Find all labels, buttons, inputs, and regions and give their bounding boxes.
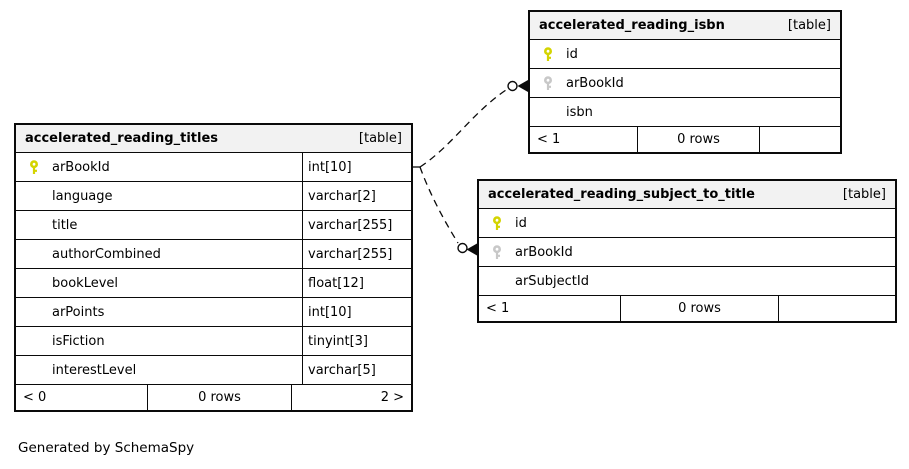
column-type: int[10] (302, 298, 411, 326)
pager-next[interactable]: 2 > (380, 390, 404, 405)
column-name: arSubjectId (515, 273, 589, 289)
foreign-key-icon (542, 75, 556, 91)
column-name: isbn (566, 104, 593, 120)
pager-prev[interactable]: < 0 (23, 390, 47, 405)
column-row: arPoints int[10] (16, 298, 411, 327)
column-row: bookLevel float[12] (16, 269, 411, 298)
table-footer: < 1 0 rows (479, 296, 895, 321)
generator-note: Generated by SchemaSpy (18, 440, 195, 456)
table-accelerated-reading-subject-to-title[interactable]: accelerated_reading_subject_to_title [ta… (477, 179, 897, 323)
column-row: arBookId int[10] (16, 153, 411, 182)
table-header: accelerated_reading_titles [table] (16, 125, 411, 153)
no-key-spacer (491, 274, 505, 289)
column-name: arBookId (566, 75, 624, 91)
column-row: language varchar[2] (16, 182, 411, 211)
column-name: arBookId (515, 244, 573, 260)
no-key-spacer (542, 105, 556, 120)
primary-key-icon (491, 215, 505, 231)
column-row: isbn (530, 98, 840, 127)
column-type: float[12] (302, 269, 411, 297)
column-type: varchar[255] (302, 240, 411, 268)
column-type: int[10] (302, 153, 411, 181)
column-name: bookLevel (52, 275, 119, 291)
column-name: language (52, 188, 113, 204)
table-title: accelerated_reading_isbn (539, 18, 725, 33)
table-header: accelerated_reading_isbn [table] (530, 12, 840, 40)
column-row: id (530, 40, 840, 69)
row-count: 0 rows (620, 296, 779, 321)
table-accelerated-reading-isbn[interactable]: accelerated_reading_isbn [table] id arBo… (528, 10, 842, 154)
row-count: 0 rows (147, 385, 292, 410)
relationship-circle-subject (457, 242, 468, 254)
column-type: varchar[255] (302, 211, 411, 239)
column-row: isFiction tinyint[3] (16, 327, 411, 356)
column-row: arBookId (479, 238, 895, 267)
relationship-arrow-subject (466, 243, 477, 256)
table-header: accelerated_reading_subject_to_title [ta… (479, 181, 895, 209)
no-key-spacer (28, 247, 42, 262)
no-key-spacer (28, 305, 42, 320)
relationship-circle-isbn (507, 80, 518, 92)
column-row: authorCombined varchar[255] (16, 240, 411, 269)
column-name: id (566, 46, 578, 62)
primary-key-icon (542, 46, 556, 62)
table-accelerated-reading-titles[interactable]: accelerated_reading_titles [table] arBoo… (14, 123, 413, 412)
column-type: varchar[5] (302, 356, 411, 384)
column-type: tinyint[3] (302, 327, 411, 355)
table-title: accelerated_reading_subject_to_title (488, 187, 755, 202)
column-type: varchar[2] (302, 182, 411, 210)
pager-prev[interactable]: < 1 (537, 132, 561, 147)
relationship-arrow-isbn (517, 80, 528, 92)
no-key-spacer (28, 334, 42, 349)
no-key-spacer (28, 363, 42, 378)
table-tag: [table] (787, 18, 831, 33)
column-name: arBookId (52, 159, 110, 175)
table-title: accelerated_reading_titles (25, 131, 219, 146)
table-footer: < 0 0 rows 2 > (16, 385, 411, 410)
relationship-line-subject (419, 166, 459, 244)
column-name: authorCombined (52, 246, 161, 262)
row-count: 0 rows (637, 127, 760, 152)
pager-next (760, 127, 840, 152)
primary-key-icon (28, 159, 42, 175)
no-key-spacer (28, 218, 42, 233)
column-row: arSubjectId (479, 267, 895, 296)
column-name: arPoints (52, 304, 105, 320)
column-row: arBookId (530, 69, 840, 98)
relationship-line-isbn (419, 89, 507, 168)
column-name: title (52, 217, 78, 233)
table-footer: < 1 0 rows (530, 127, 840, 152)
column-row: id (479, 209, 895, 238)
column-name: isFiction (52, 333, 105, 349)
pager-next (779, 296, 895, 321)
table-tag: [table] (358, 131, 402, 146)
column-row: interestLevel varchar[5] (16, 356, 411, 385)
column-name: id (515, 215, 527, 231)
pager-prev[interactable]: < 1 (486, 301, 510, 316)
no-key-spacer (28, 276, 42, 291)
table-tag: [table] (842, 187, 886, 202)
column-name: interestLevel (52, 362, 137, 378)
foreign-key-icon (491, 244, 505, 260)
no-key-spacer (28, 189, 42, 204)
column-row: title varchar[255] (16, 211, 411, 240)
